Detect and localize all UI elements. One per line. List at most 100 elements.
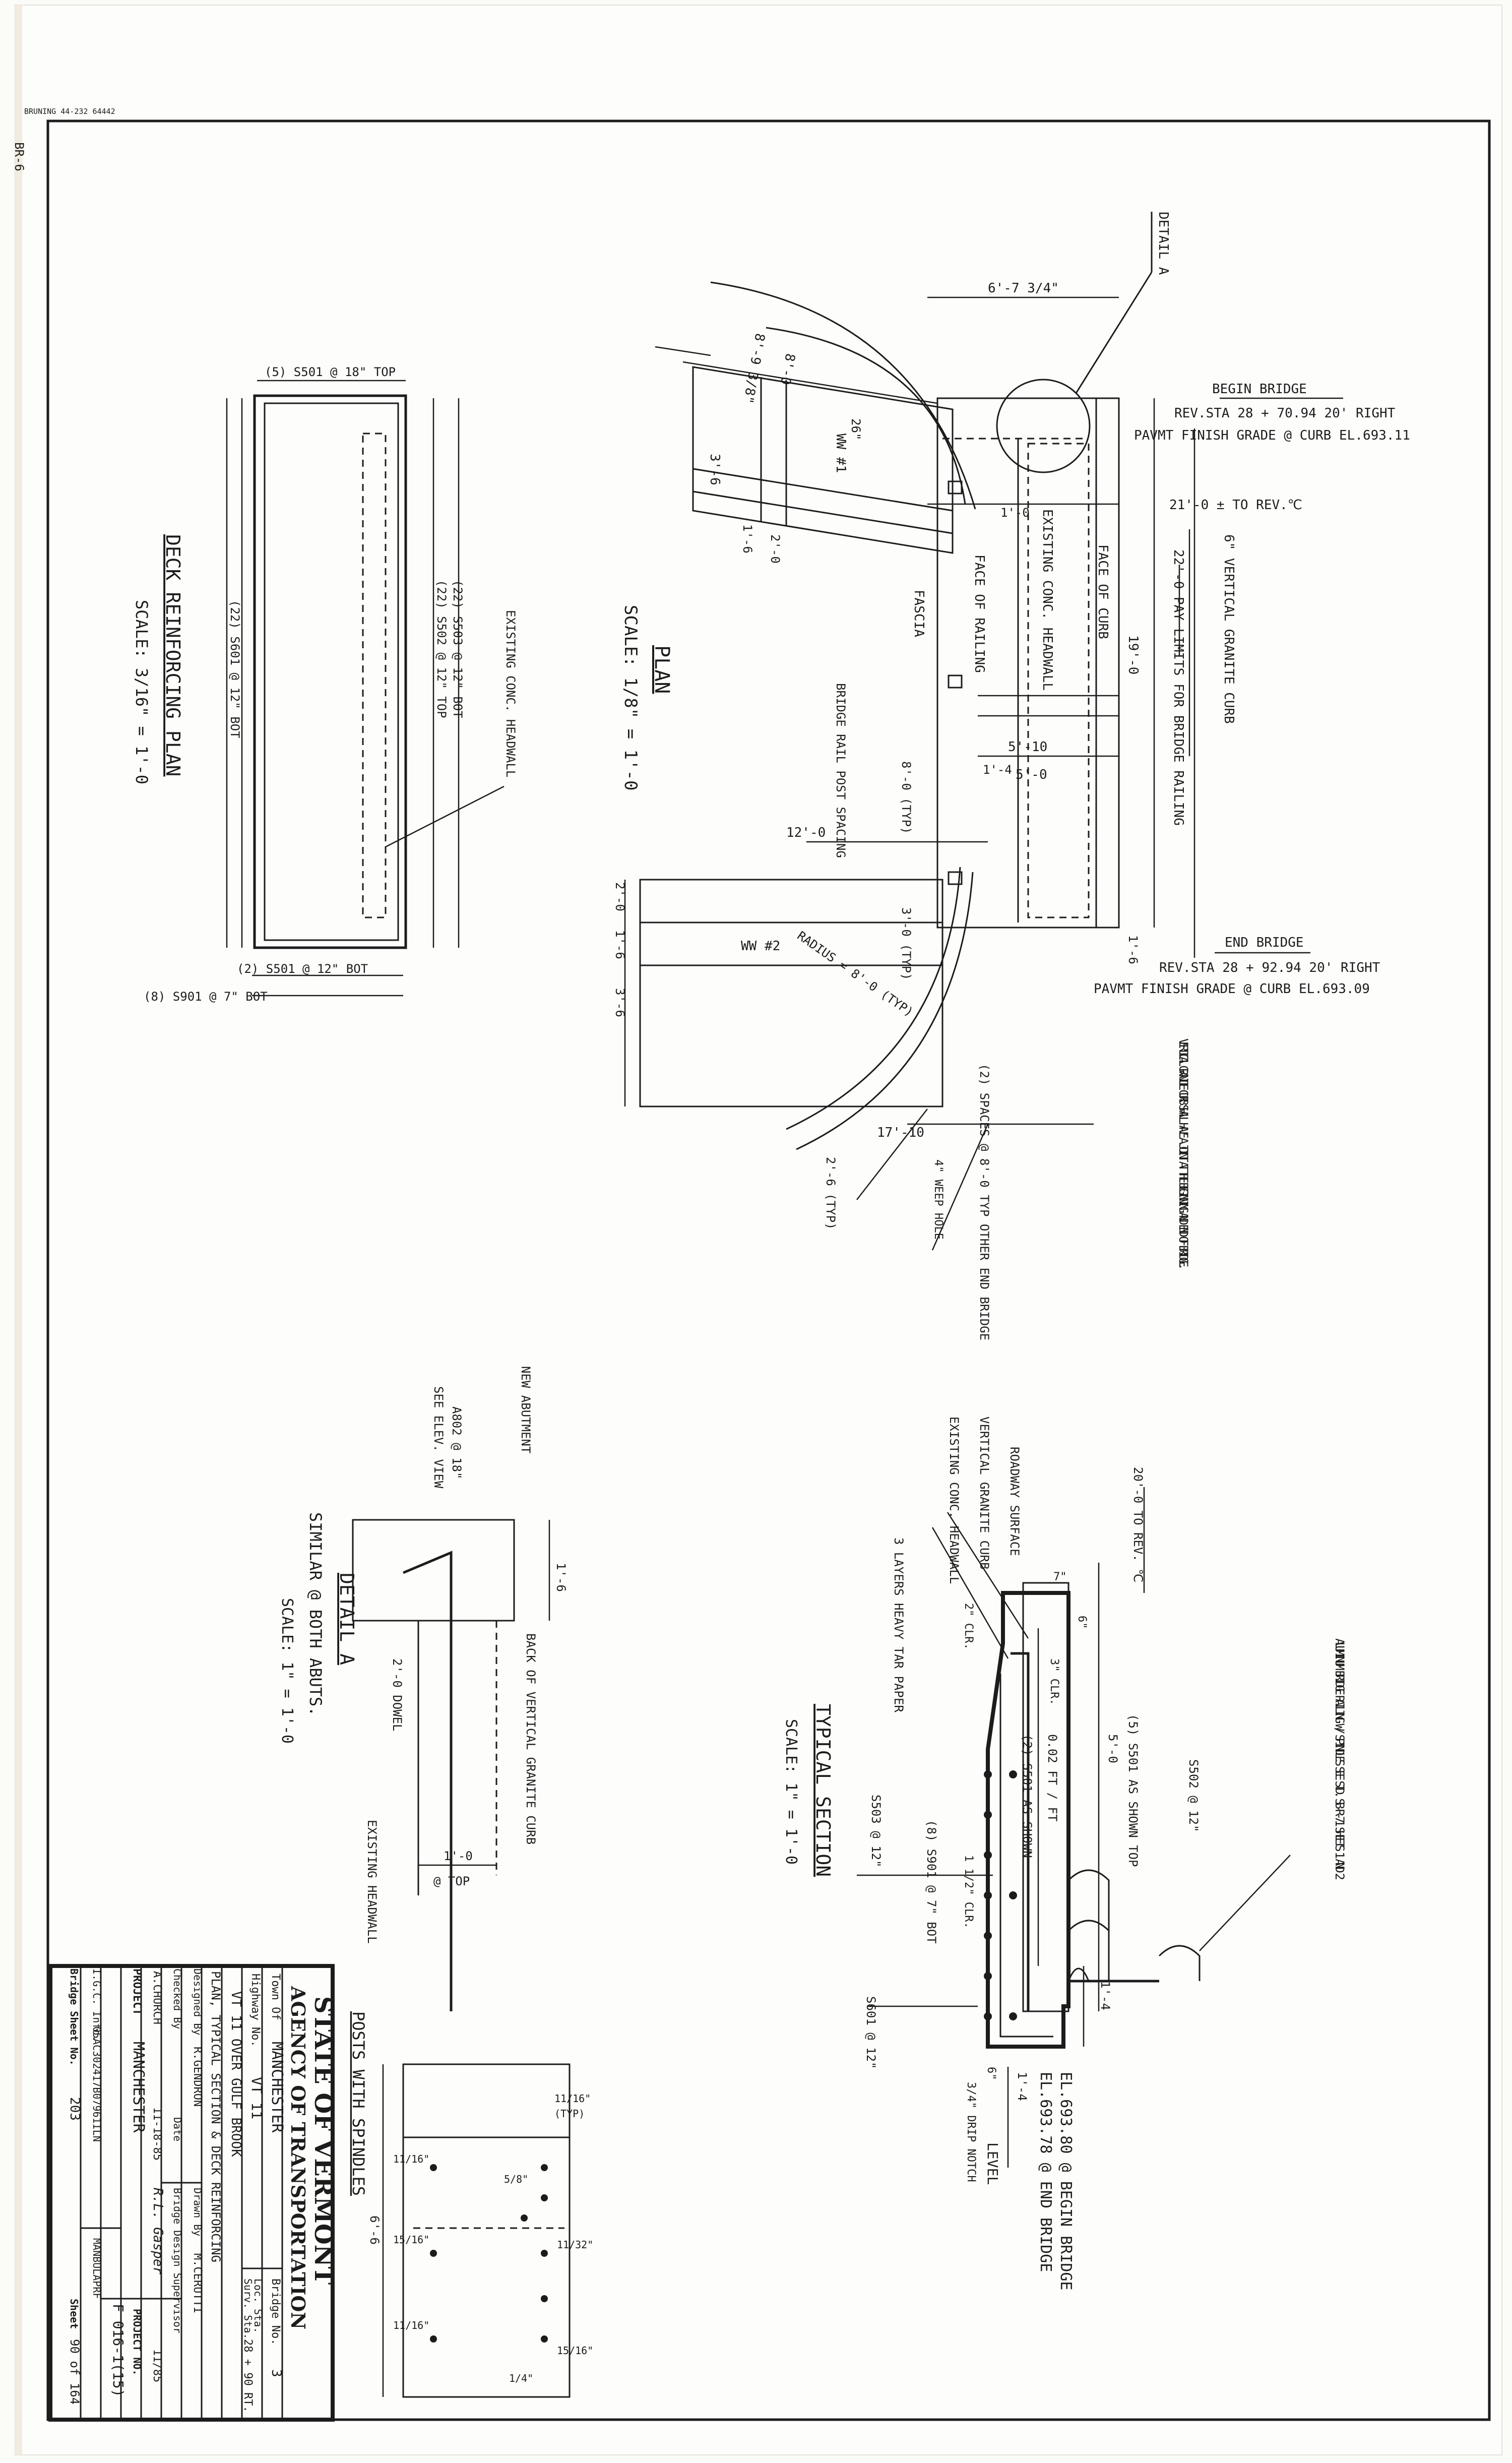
dim-12-0: 12'-0 bbox=[786, 825, 826, 840]
tb-project: MANCHESTER bbox=[130, 2042, 147, 2133]
dim-8-0-typ: 8'-0 (TYP) bbox=[899, 761, 913, 834]
drawing-border bbox=[46, 119, 1491, 2421]
ww1-label: WW #1 bbox=[833, 434, 848, 473]
ts-d5-0: 5'-0 bbox=[1106, 1734, 1120, 1763]
posts-d5-8: 5/8" bbox=[504, 2173, 528, 2185]
detail-a: NEW ABUTMENT A802 @ 18" SEE ELEV. VIEW B… bbox=[278, 1366, 568, 2011]
ts-s502: S502 @ 12" bbox=[1186, 1759, 1201, 1832]
tb-surv-label: Surv. Sta. bbox=[242, 2279, 254, 2339]
tb-igc2: MANBULAPRF bbox=[91, 2238, 103, 2299]
granite-curb-label: 6" VERTICAL GRANITE CURB bbox=[1221, 534, 1236, 724]
posts-d1-4: 1/4" bbox=[509, 2372, 533, 2384]
det-a802: A802 @ 18" bbox=[450, 1406, 464, 1480]
ts-slope: 0.02 FT / FT bbox=[1045, 1734, 1059, 1821]
title-block: STATE OF VERMONT AGENCY OF TRANSPORTATIO… bbox=[48, 1964, 337, 2422]
tb-sheet-no: 203 bbox=[67, 2097, 82, 2121]
detail-a-title: DETAIL A bbox=[336, 1573, 358, 1665]
begin-grade: PAVMT FINISH GRADE @ CURB EL.693.11 bbox=[1134, 428, 1410, 443]
tb-drawn: M.CERUTTI bbox=[191, 2253, 204, 2313]
rev-offset: 21'-0 ± TO REV.℃ bbox=[1169, 498, 1302, 513]
tb-designed-label: Designed By bbox=[192, 1968, 204, 2035]
dim-2-6-typ: 2'-6 (TYP) bbox=[824, 1157, 838, 1230]
deck-headwall: EXISTING CONC. HEADWALL bbox=[503, 610, 518, 777]
weep-label: 4" WEEP HOLE bbox=[932, 1159, 944, 1240]
posts-d11-16: 11/16" bbox=[554, 2092, 591, 2105]
deck-reinforcing-plan: (5) S501 @ 18" TOP (2) S501 @ 12" BOT (8… bbox=[132, 365, 518, 1004]
tb-super: R.L. Gasper bbox=[150, 2188, 165, 2275]
tb-desc1: VT 11 OVER GULF BROOK bbox=[228, 1991, 243, 2157]
dim-1-4: 1'-4 bbox=[983, 763, 1012, 777]
dim-17-10: 17'-10 bbox=[877, 1125, 924, 1140]
dim-26: 26" bbox=[849, 418, 863, 440]
ts-tar: 3 LAYERS HEAVY TAR PAPER bbox=[892, 1537, 906, 1712]
spaces-label: (2) SPACES @ 8'-0 TYP OTHER END BRIDGE bbox=[977, 1064, 991, 1340]
curb-note: VERTICAL GRANITE CURB SHALL HAVE A JOINT… bbox=[1176, 1038, 1190, 1270]
railing-arc-bottom-outer bbox=[786, 867, 961, 1130]
tb-sheet-label: Bridge Sheet No. bbox=[68, 1968, 80, 2066]
ts-rail: ALUMINUM BRIDGE RAILING W/ SPINDLES SEE … bbox=[1333, 1638, 1347, 1880]
det-1-6: 1'-6 bbox=[554, 1563, 568, 1592]
deck-bar-s502: (22) S502 @ 12" TOP bbox=[434, 580, 449, 718]
end-grade: PAVMT FINISH GRADE @ CURB EL.693.09 bbox=[1094, 981, 1370, 997]
dim-2-0b: 2'-0 bbox=[613, 882, 627, 911]
posts-d15-16b: 15/16" bbox=[393, 2234, 429, 2246]
posts-d11-16c: 11/16" bbox=[393, 2319, 429, 2331]
posts-d11-16b: 11/16" bbox=[393, 2153, 429, 2165]
tb-igc-label: I.G.C. Info. bbox=[91, 1968, 103, 2042]
dim-3-0-typ: 3'-0 (TYP) bbox=[899, 907, 913, 980]
tb-checked-label: Checked By bbox=[171, 1968, 183, 2029]
tb-project-no-label: PROJECT NO. bbox=[131, 2309, 143, 2375]
ts-clr3: 3" CLR. bbox=[1048, 1658, 1060, 1705]
railing-arc-bottom bbox=[796, 872, 974, 1150]
tb-highway: VT 11 bbox=[248, 2077, 265, 2119]
tb-igc: 05AC302417B07961ILN bbox=[91, 2026, 103, 2142]
posts-with-spindles: POSTS WITH SPINDLES 6'-6 11/16" (TYP) 11… bbox=[349, 2011, 593, 2398]
face-railing-label: FACE OF RAILING bbox=[972, 555, 987, 673]
deck-bar-s503: (22) S503 @ 12" BOT bbox=[451, 580, 465, 718]
tb-super-label: Bridge Design Supervisor bbox=[171, 2188, 183, 2333]
tb-surv: 28 + 90 RT. bbox=[241, 2339, 254, 2413]
posts-title: POSTS WITH SPINDLES bbox=[349, 2011, 368, 2196]
ts-scale: SCALE: 1" = 1'-0 bbox=[782, 1719, 800, 1865]
railing-arc-top-inner bbox=[766, 327, 966, 505]
end-bridge: END BRIDGE bbox=[1225, 935, 1304, 950]
tb-town: MANCHESTER bbox=[268, 2042, 286, 2133]
ts-s901: (8) S901 @ 7" BOT bbox=[924, 1820, 938, 1944]
dim-1-6: 1'-6 bbox=[740, 524, 754, 553]
tb-date-label: Date bbox=[171, 2117, 183, 2141]
typical-section: 20'-0 TO REV. ℃ ROADWAY SURFACE VERTICAL… bbox=[782, 1417, 1347, 2290]
ts-d6: 6" bbox=[1076, 1616, 1088, 1629]
ts-ex-headwall: EXISTING CONC. HEADWALL bbox=[947, 1417, 961, 1584]
left-margin-strip bbox=[15, 5, 22, 2455]
posts-d11-32: 11/32" bbox=[557, 2239, 593, 2251]
tb-highway-label: Highway No. bbox=[249, 1974, 262, 2047]
deck-bar-s901: (8) S901 @ 7" BOT bbox=[144, 990, 268, 1004]
tb-project-no: F 016-1(15) bbox=[110, 2304, 127, 2397]
det-1-0: 1'-0 bbox=[444, 1849, 473, 1863]
detail-a-sub: SIMILAR @ BOTH ABUTS. bbox=[306, 1512, 325, 1716]
tb-bridge-no-label: Bridge No. bbox=[269, 2279, 282, 2345]
deck-scale: SCALE: 3/16" = 1'-0 bbox=[132, 600, 151, 784]
tb-bridge-no: 3 bbox=[269, 2369, 284, 2377]
sheet-tag: BR-6 bbox=[12, 142, 26, 171]
face-curb-label: FACE OF CURB bbox=[1095, 544, 1110, 639]
tb-super-date: 11/85 bbox=[151, 2349, 163, 2382]
deck-bar-top: (5) S501 @ 18" TOP bbox=[265, 365, 396, 379]
bruning-text: BRUNING 44-232 64442 bbox=[24, 107, 115, 116]
paper-sheet bbox=[15, 5, 1502, 2455]
ts-drip: 3/4" DRIP NOTCH bbox=[965, 2082, 977, 2182]
headwall-label: EXISTING CONC. HEADWALL bbox=[1040, 509, 1055, 691]
det-see-elev: SEE ELEV. VIEW bbox=[431, 1386, 446, 1489]
existing-headwall bbox=[1027, 443, 1090, 918]
det-existing: EXISTING HEADWALL bbox=[365, 1820, 379, 1944]
railing-arc-top bbox=[710, 281, 976, 510]
tb-sheet-of: 90 of 164 bbox=[68, 2339, 82, 2405]
detail-a-ref-text: DETAIL A bbox=[1156, 212, 1171, 275]
dim-1-0: 1'-0 bbox=[1000, 506, 1030, 520]
plan-title: PLAN bbox=[650, 645, 673, 694]
ts-s503: S503 @ 12" bbox=[869, 1795, 883, 1868]
detail-a-scale: SCALE: 1" = 1'-0 bbox=[278, 1598, 296, 1744]
tb-designed: R.GENDRON bbox=[191, 2047, 204, 2107]
